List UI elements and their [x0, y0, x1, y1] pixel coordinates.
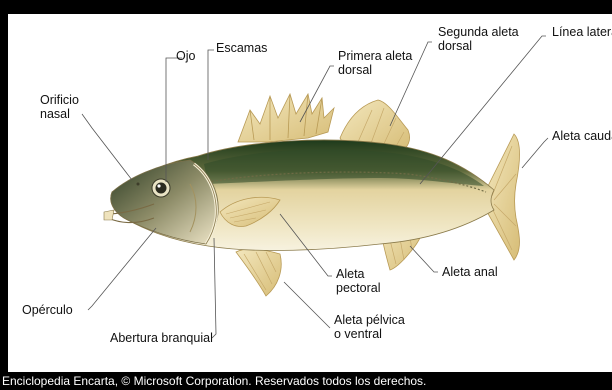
label-abertura-branquial: Abertura branquial — [110, 331, 213, 345]
pelvic-fin — [236, 249, 281, 296]
label-primera-aleta-dorsal: Primera aleta dorsal — [338, 49, 416, 77]
fish-anatomy-diagram: Ojo Escamas Primera aleta dorsal Segunda… — [8, 14, 612, 372]
label-ojo: Ojo — [176, 49, 196, 63]
label-aleta-anal: Aleta anal — [442, 265, 498, 279]
label-segunda-aleta-dorsal: Segunda aleta dorsal — [438, 25, 522, 53]
first-dorsal-fin — [238, 94, 334, 142]
label-linea-lateral: Línea lateral — [552, 25, 612, 39]
label-aleta-pelvica: Aleta pélvica o ventral — [334, 313, 408, 341]
diagram-panel: Ojo Escamas Primera aleta dorsal Segunda… — [8, 14, 612, 372]
nostril — [137, 183, 140, 186]
label-aleta-pectoral: Aleta pectoral — [336, 267, 380, 295]
label-orificio-nasal: Orificio nasal — [40, 93, 82, 121]
fish-eye — [152, 179, 170, 197]
label-operculo: Opérculo — [22, 303, 73, 317]
copyright-caption: Enciclopedia Encarta, © Microsoft Corpor… — [0, 372, 426, 390]
label-aleta-caudal: Aleta caudal — [552, 129, 612, 143]
label-escamas: Escamas — [216, 41, 267, 55]
